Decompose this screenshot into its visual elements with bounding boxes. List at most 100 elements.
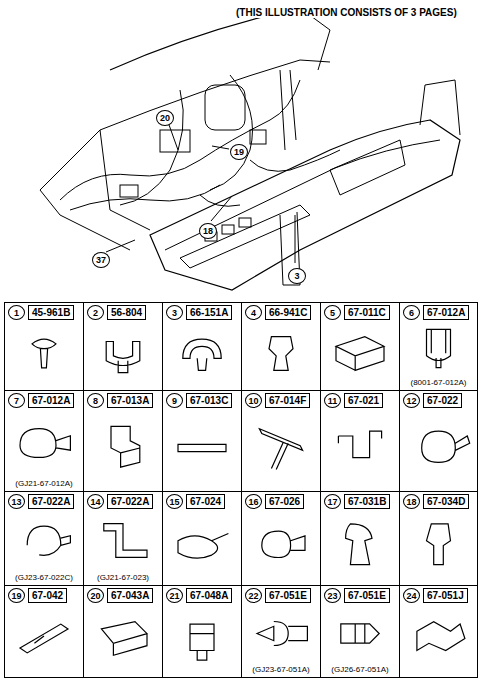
label-holder: 37 bbox=[92, 249, 110, 268]
part-number: 67-034D bbox=[423, 494, 469, 509]
item-number: 8 bbox=[87, 393, 104, 408]
part-icon bbox=[20, 624, 68, 653]
item-number: 6 bbox=[403, 305, 420, 320]
part-number: 67-051E bbox=[265, 588, 311, 603]
part-number: 67-031B bbox=[344, 494, 390, 509]
label-holder: 18 bbox=[199, 220, 217, 239]
cell-header: 767-012A bbox=[8, 393, 80, 408]
part-cell: 1867-034D bbox=[399, 491, 478, 586]
item-number: 1 bbox=[8, 305, 25, 320]
part-icon bbox=[427, 524, 451, 565]
item-number: 24 bbox=[403, 588, 420, 603]
cell-header: 1567-024 bbox=[166, 494, 238, 509]
cell-header: 1267-022 bbox=[403, 393, 474, 408]
part-number: 67-042 bbox=[28, 588, 67, 603]
part-cell: 1367-022A(GJ23-67-022C) bbox=[4, 491, 84, 586]
part-number: 67-021 bbox=[344, 393, 383, 408]
page-note: (THIS ILLUSTRATION CONSISTS OF 3 PAGES) bbox=[236, 7, 457, 18]
item-number: 9 bbox=[166, 393, 183, 408]
item-number: 23 bbox=[324, 588, 341, 603]
part-number: 67-011C bbox=[344, 305, 390, 320]
part-number: 67-013C bbox=[186, 393, 232, 408]
cell-header: 2467-051J bbox=[403, 588, 474, 603]
part-icon bbox=[32, 339, 56, 368]
item-number: 12 bbox=[403, 393, 420, 408]
alt-part-number: (8001-67-012A) bbox=[410, 378, 466, 388]
part-cell: 1967-042 bbox=[4, 585, 84, 678]
cell-header: 145-961B bbox=[8, 305, 80, 320]
part-cell: 1167-021 bbox=[320, 390, 400, 492]
part-number: 67-026 bbox=[265, 494, 304, 509]
item-number: 14 bbox=[87, 494, 104, 509]
cell-header: 2167-048A bbox=[166, 588, 238, 603]
part-cell: 2067-043A bbox=[83, 585, 163, 678]
part-cell: 2267-051E (GJ23-67-051A) bbox=[241, 585, 321, 678]
part-number: 67-048A bbox=[186, 588, 232, 603]
part-cell: 466-941C bbox=[241, 302, 321, 391]
part-number: 67-051J bbox=[423, 588, 468, 603]
alt-part-number: (GJ26-67-051A) bbox=[331, 665, 388, 675]
label-holder: 19 bbox=[230, 141, 248, 160]
item-number: 7 bbox=[8, 393, 25, 408]
part-number: 67-012A bbox=[423, 305, 469, 320]
alt-part-number: (GJ23-67-051A) bbox=[252, 665, 309, 675]
cell-header: 2067-043A bbox=[87, 588, 159, 603]
item-number: 15 bbox=[166, 494, 183, 509]
cell-header: 2367-051E bbox=[324, 588, 396, 603]
part-number: 67-014F bbox=[265, 393, 310, 408]
cell-header: 256-804 bbox=[87, 305, 159, 320]
callout-number: 37 bbox=[92, 252, 110, 268]
part-number: 66-941C bbox=[265, 305, 311, 320]
part-icon bbox=[111, 426, 140, 467]
part-cell: 567-011C bbox=[320, 302, 400, 391]
cell-header: 867-013A bbox=[87, 393, 159, 408]
part-icon bbox=[346, 524, 372, 565]
callout-number: 20 bbox=[156, 110, 174, 126]
part-number: 67-013A bbox=[107, 393, 153, 408]
part-icon bbox=[20, 429, 70, 458]
part-icon bbox=[336, 337, 384, 371]
item-number: 17 bbox=[324, 494, 341, 509]
part-icon bbox=[262, 531, 305, 557]
part-cell: 1767-031B bbox=[320, 491, 400, 586]
label-holder: 3 bbox=[288, 265, 306, 284]
part-icon bbox=[417, 622, 465, 651]
cell-header: 2267-051E bbox=[245, 588, 317, 603]
part-icon bbox=[269, 337, 293, 371]
part-number: 67-043A bbox=[107, 588, 153, 603]
item-number: 22 bbox=[245, 588, 262, 603]
item-number: 21 bbox=[166, 588, 183, 603]
part-cell: 1467-022A(GJ21-67-023) bbox=[83, 491, 163, 586]
callout-number: 3 bbox=[288, 268, 306, 284]
part-cell: 1267-022 bbox=[399, 390, 478, 492]
item-number: 20 bbox=[87, 588, 104, 603]
part-icon bbox=[427, 329, 451, 367]
cell-header: 1667-026 bbox=[245, 494, 317, 509]
item-number: 10 bbox=[245, 393, 262, 408]
callout-number: 18 bbox=[199, 223, 217, 239]
cell-header: 366-151A bbox=[166, 305, 238, 320]
part-icon bbox=[338, 431, 381, 457]
part-icon bbox=[259, 429, 302, 470]
cell-header: 1967-042 bbox=[8, 588, 80, 603]
part-cell: 1067-014F bbox=[241, 390, 321, 492]
part-number: 67-012A bbox=[28, 393, 74, 408]
cell-header: 1767-031B bbox=[324, 494, 396, 509]
cell-header: 1867-034D bbox=[403, 494, 474, 509]
item-number: 13 bbox=[8, 494, 25, 509]
item-number: 4 bbox=[245, 305, 262, 320]
alt-part-number: (GJ23-67-022C) bbox=[15, 573, 73, 583]
part-cell: 867-013A bbox=[83, 390, 163, 492]
part-icon bbox=[178, 444, 226, 451]
label-holder: 20 bbox=[156, 107, 174, 126]
part-icon bbox=[178, 534, 228, 559]
part-icon bbox=[341, 624, 379, 643]
part-number: 66-151A bbox=[186, 305, 232, 320]
part-number: 67-051E bbox=[344, 588, 390, 603]
item-number: 3 bbox=[166, 305, 183, 320]
part-cell: 256-804 bbox=[83, 302, 163, 391]
part-cell: 2167-048A bbox=[162, 585, 242, 678]
part-cell: 767-012A(GJ21-67-012A) bbox=[4, 390, 84, 492]
part-cell: 1567-024 bbox=[162, 491, 242, 586]
